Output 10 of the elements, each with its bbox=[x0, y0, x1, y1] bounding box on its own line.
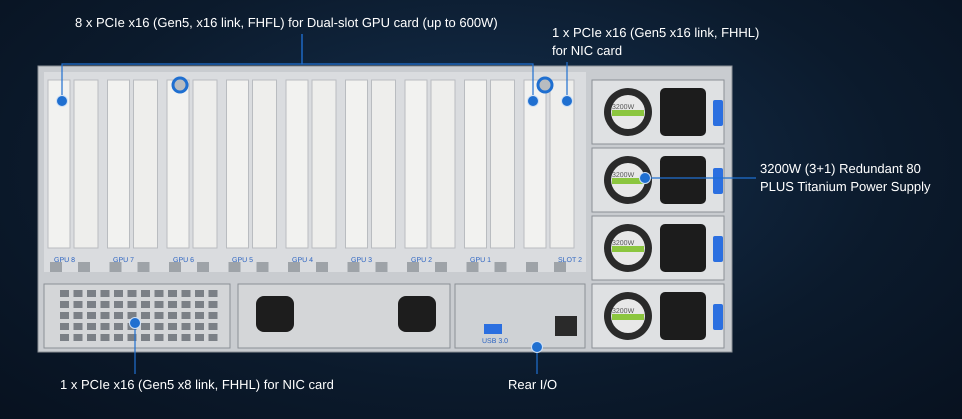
callout-text: 8 x PCIe x16 (Gen5, x16 link, FHFL) for Dual-slot GPU card (up to 600W) bbox=[75, 14, 545, 32]
callout-text: 1 x PCIe x16 (Gen5 x8 link, FHHL) for NIC card bbox=[60, 376, 380, 394]
callout-text: 3200W (3+1) Redundant 80 PLUS Titanium Power Supply bbox=[760, 160, 950, 196]
callout-text: 1 x PCIe x16 (Gen5 x16 link, FHHL) for NIC card bbox=[552, 24, 762, 60]
leader-line bbox=[651, 177, 756, 179]
leader-line bbox=[301, 34, 534, 95]
callout-text: Rear I/O bbox=[508, 376, 608, 394]
leader-line bbox=[134, 329, 136, 374]
leader-line bbox=[536, 353, 538, 374]
leader-line bbox=[566, 62, 568, 95]
